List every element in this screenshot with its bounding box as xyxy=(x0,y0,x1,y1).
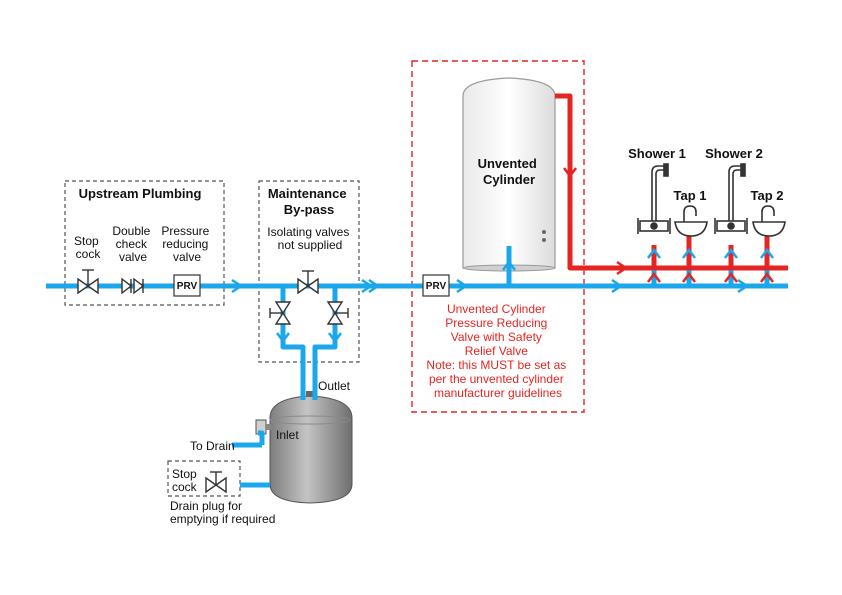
expansion-vessel xyxy=(255,391,353,504)
double-check-valve-label: Double check valve xyxy=(112,224,153,264)
drain-stop-cock-valve xyxy=(205,471,227,494)
outlet-label: Outlet xyxy=(318,379,351,393)
shower-1-fixture xyxy=(637,163,671,234)
bypass-left-valve xyxy=(269,301,292,325)
upstream-plumbing-title: Upstream Plumbing xyxy=(79,186,202,201)
shower-2-fixture xyxy=(714,163,748,234)
cold-water-pipes xyxy=(46,235,788,488)
unvented-cylinder-note: Unvented Cylinder Pressure Reducing Valv… xyxy=(426,302,569,400)
bypass-main-valve xyxy=(297,270,319,295)
unvented-cylinder-title: Unvented Cylinder xyxy=(478,156,541,187)
inlet-label: Inlet xyxy=(276,428,299,442)
prv-badge-cylinder-text: PRV xyxy=(426,281,447,292)
bypass-note: Isolating valves not supplied xyxy=(267,225,352,252)
tap-2-fixture xyxy=(752,205,786,237)
tap-1-fixture xyxy=(674,205,708,237)
pressure-reducing-valve-label: Pressure reducing valve xyxy=(161,224,212,264)
stop-cock-box xyxy=(167,460,241,497)
drain-plug-label: Drain plug for emptying if required xyxy=(170,499,275,526)
stop-cock-label: Stop cock xyxy=(74,234,102,261)
shower-2-label: Shower 2 xyxy=(705,146,763,161)
double-check-valve xyxy=(121,277,145,295)
bypass-title: Maintenance By-pass xyxy=(268,186,350,217)
drain-stop-cock-label: Stop cock xyxy=(172,467,200,494)
to-drain-label: To Drain xyxy=(190,439,235,453)
unvented-cylinder xyxy=(462,77,556,272)
stop-cock-valve xyxy=(77,269,99,295)
tap-2-label: Tap 2 xyxy=(751,188,784,203)
upstream-plumbing-box xyxy=(64,180,225,306)
shower-1-label: Shower 1 xyxy=(628,146,686,161)
flow-arrows-cold xyxy=(231,247,774,344)
prv-badge-upstream-text: PRV xyxy=(177,281,198,292)
flow-arrows-hot xyxy=(563,167,774,283)
hot-water-pipes xyxy=(555,93,788,271)
bypass-box xyxy=(258,180,360,363)
prv-badge-cylinder xyxy=(422,274,450,297)
bypass-right-valve xyxy=(326,301,349,325)
tap-1-label: Tap 1 xyxy=(674,188,707,203)
prv-badge-upstream xyxy=(173,274,201,297)
unvented-zone-box xyxy=(411,60,585,413)
